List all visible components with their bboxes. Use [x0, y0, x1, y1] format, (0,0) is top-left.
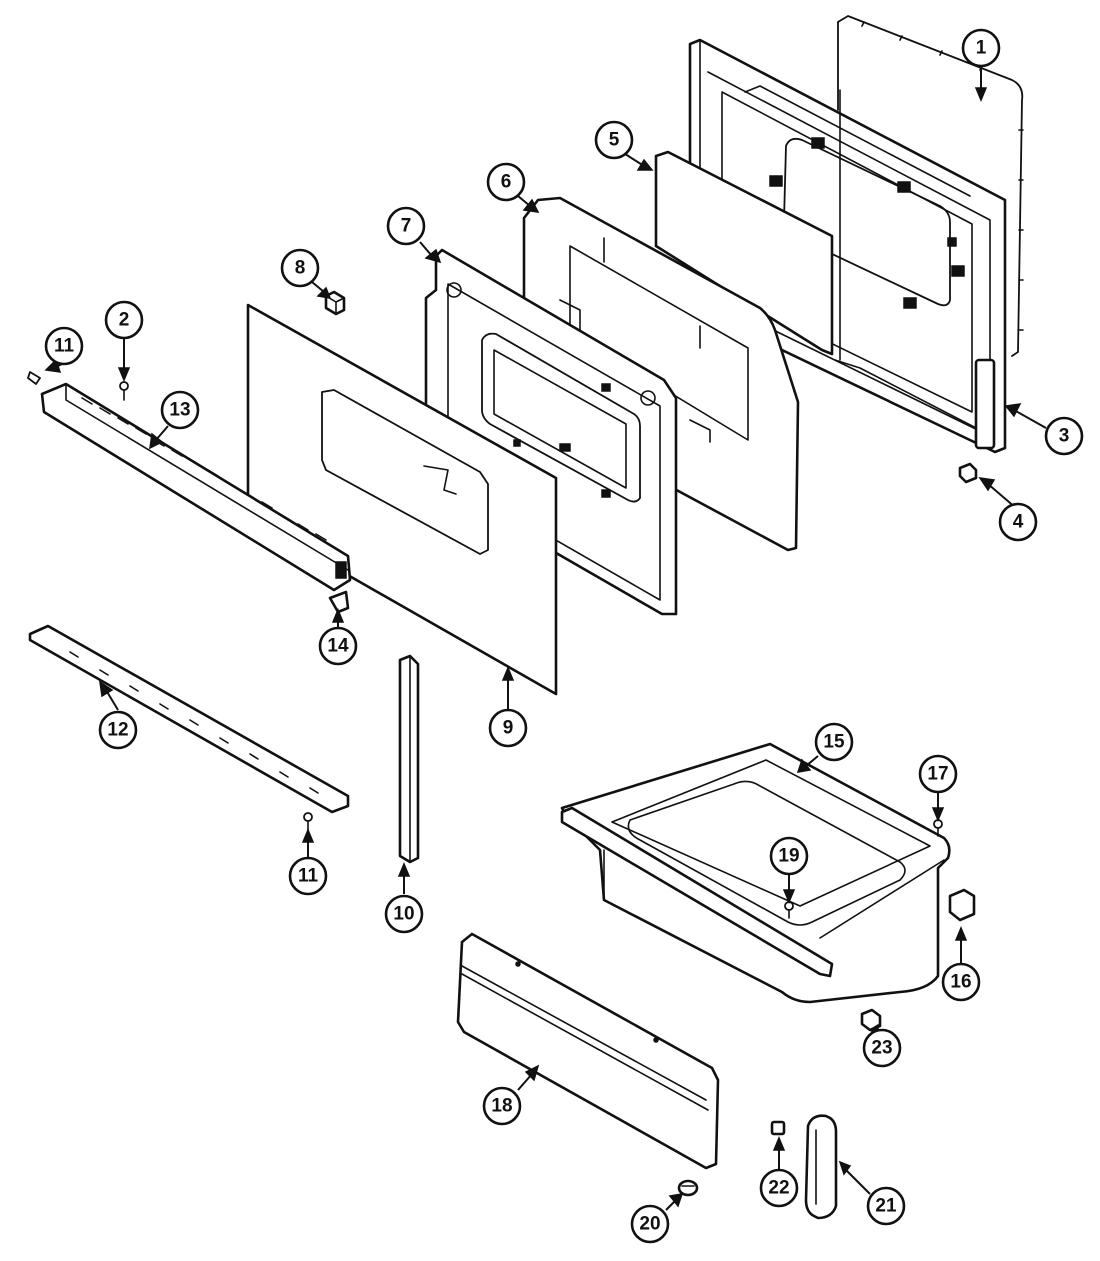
callout-10-label: 10 — [393, 904, 414, 925]
callout-13: 13 — [160, 390, 200, 430]
callout-3: 3 — [1044, 416, 1084, 456]
callout-15-label: 15 — [823, 732, 845, 753]
callout-9: 9 — [488, 708, 528, 748]
callout-23: 23 — [862, 1028, 902, 1068]
drawer-bracket-part — [948, 888, 976, 922]
callout-22-label: 22 — [768, 1178, 789, 1199]
door-handle-part — [40, 382, 352, 592]
trim-cap-part — [770, 1120, 786, 1136]
callout-5: 5 — [594, 120, 634, 160]
callout-17-label: 17 — [927, 764, 948, 785]
inner-door-liner-part — [424, 248, 678, 616]
callout-5-label: 5 — [609, 130, 620, 151]
callout-20-label: 20 — [639, 1214, 660, 1235]
callout-8: 8 — [280, 248, 320, 288]
door-front-glass-part — [246, 303, 558, 696]
door-glass-part — [654, 150, 834, 356]
callout-2: 2 — [104, 300, 144, 340]
side-trim-part — [398, 654, 420, 864]
screw-part-top — [27, 371, 41, 385]
callout-14-label: 14 — [327, 636, 349, 657]
drawer-front-part — [456, 932, 720, 1170]
callout-7: 7 — [386, 206, 426, 246]
callout-22: 22 — [759, 1168, 799, 1208]
end-cap-part — [804, 1114, 838, 1220]
callout-1: 1 — [961, 28, 1001, 68]
callout-6-label: 6 — [501, 172, 512, 193]
drawer-body-part — [560, 742, 951, 1004]
screw-part-handle — [119, 381, 129, 401]
callout-19-label: 19 — [778, 846, 799, 867]
screw-part-bottom — [303, 812, 313, 831]
callout-11-top: 11 — [44, 326, 84, 366]
callout-18: 18 — [482, 1086, 522, 1126]
outer-door-panel-part — [688, 38, 1007, 454]
callout-11-bottom: 11 — [288, 856, 328, 896]
callout-9-label: 9 — [503, 718, 514, 739]
door-stop-part — [958, 462, 978, 484]
callout-21: 21 — [866, 1186, 906, 1226]
lower-trim-part — [28, 624, 350, 814]
callout-15: 15 — [814, 722, 854, 762]
callout-17: 17 — [918, 754, 958, 794]
callout-3-label: 3 — [1059, 426, 1070, 447]
drawer-foot-part — [677, 1179, 699, 1197]
callout-11-top-label: 11 — [54, 336, 75, 357]
callout-21-label: 21 — [875, 1196, 897, 1217]
callout-12-label: 12 — [107, 720, 128, 741]
callout-1-label: 1 — [976, 38, 987, 59]
callout-19: 19 — [769, 836, 809, 876]
callout-10: 10 — [384, 894, 424, 934]
callout-12: 12 — [98, 710, 138, 750]
callout-16: 16 — [941, 962, 981, 1002]
handle-bracket-part — [328, 590, 350, 614]
callout-13-label: 13 — [169, 400, 190, 421]
callout-4: 4 — [998, 502, 1038, 542]
door-insulation-part — [522, 196, 800, 552]
callout-2-label: 2 — [119, 310, 130, 331]
callout-20: 20 — [630, 1204, 670, 1244]
callout-14: 14 — [318, 626, 358, 666]
callout-7-label: 7 — [401, 216, 412, 237]
callout-6: 6 — [486, 162, 526, 202]
callout-8-label: 8 — [295, 258, 306, 279]
callout-23-label: 23 — [871, 1038, 892, 1059]
drawer-stop-part — [860, 1008, 882, 1032]
callout-11-bottom-label: 11 — [298, 866, 319, 887]
callout-18-label: 18 — [491, 1096, 512, 1117]
callout-16-label: 16 — [950, 972, 971, 993]
callout-4-label: 4 — [1013, 512, 1024, 533]
